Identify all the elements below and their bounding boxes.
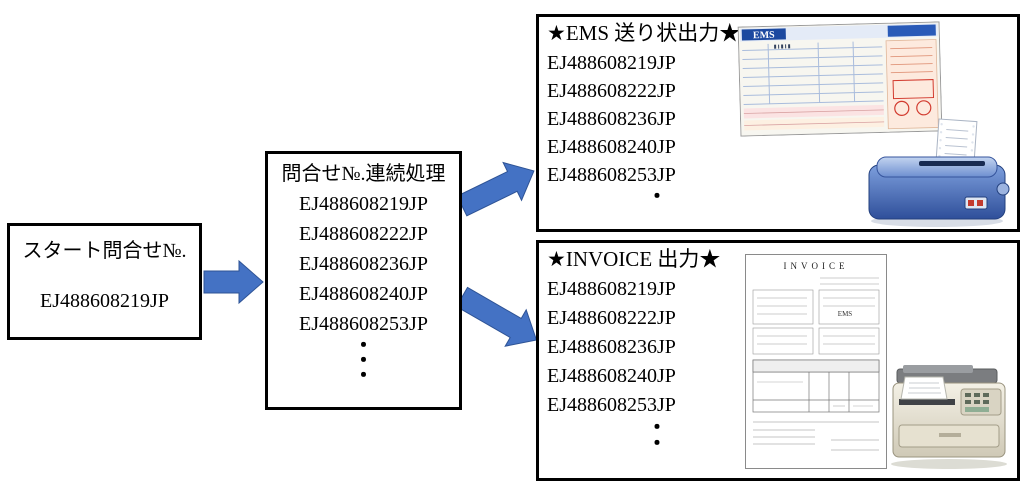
ellipsis-dot: ・	[647, 186, 667, 208]
invoice-output-box: ★INVOICE 出力★ EJ488608219JP EJ488608222JP…	[536, 240, 1020, 481]
tracking-number: EJ488608253JP	[547, 164, 676, 186]
tracking-number: EJ488608253JP	[547, 394, 676, 416]
tracking-number: EJ488608219JP	[547, 52, 676, 74]
svg-text:EMS: EMS	[838, 310, 853, 318]
arrow-process-to-ems	[456, 161, 535, 217]
invoice-document-image: INVOICE E	[745, 254, 887, 469]
start-box: スタート問合せ№. EJ488608219JP	[7, 223, 202, 340]
tracking-number: EJ488608240JP	[299, 283, 428, 305]
tracking-number: EJ488608222JP	[547, 80, 676, 102]
start-box-title: スタート問合せ№.	[22, 240, 187, 262]
invoice-number-list: EJ488608219JP EJ488608222JP EJ488608236J…	[547, 275, 777, 455]
tracking-number: EJ488608240JP	[547, 136, 676, 158]
invoice-box-title: ★INVOICE 出力★	[547, 247, 721, 271]
ellipsis-dot: ・	[647, 417, 667, 439]
invoice-doc-title: INVOICE	[784, 261, 849, 271]
ellipsis-dot: ・	[353, 335, 374, 357]
process-box: 問合せ№.連続処理 EJ488608219JP EJ488608222JP EJ…	[265, 151, 462, 410]
tracking-number: EJ488608219JP	[547, 278, 676, 300]
ems-form-image: EMS	[737, 21, 943, 137]
tracking-number: EJ488608236JP	[547, 336, 676, 358]
arrow-start-to-process	[203, 259, 264, 305]
tracking-number: EJ488608240JP	[547, 365, 676, 387]
tracking-number: EJ488608253JP	[299, 313, 428, 335]
ems-box-title: ★EMS 送り状出力★	[547, 21, 741, 45]
tracking-number: EJ488608222JP	[547, 307, 676, 329]
ellipsis-dot: ・	[353, 350, 374, 372]
start-tracking-number: EJ488608219JP	[40, 290, 169, 312]
ellipsis-dot: ・	[353, 365, 374, 387]
tracking-number: EJ488608222JP	[299, 223, 428, 245]
tracking-number: EJ488608219JP	[299, 193, 428, 215]
arrow-process-to-invoice	[455, 286, 538, 347]
ems-number-list: EJ488608219JP EJ488608222JP EJ488608236J…	[547, 49, 777, 208]
ems-logo-text: EMS	[753, 30, 775, 42]
tracking-number: EJ488608236JP	[547, 108, 676, 130]
process-box-title: 問合せ№.連続処理	[281, 163, 446, 185]
printer-icon	[861, 117, 1013, 229]
fax-machine-icon	[885, 355, 1015, 471]
ems-output-box: ★EMS 送り状出力★ EJ488608219JP EJ488608222JP …	[536, 14, 1020, 232]
ellipsis-dot: ・	[647, 433, 667, 455]
tracking-number: EJ488608236JP	[299, 253, 428, 275]
